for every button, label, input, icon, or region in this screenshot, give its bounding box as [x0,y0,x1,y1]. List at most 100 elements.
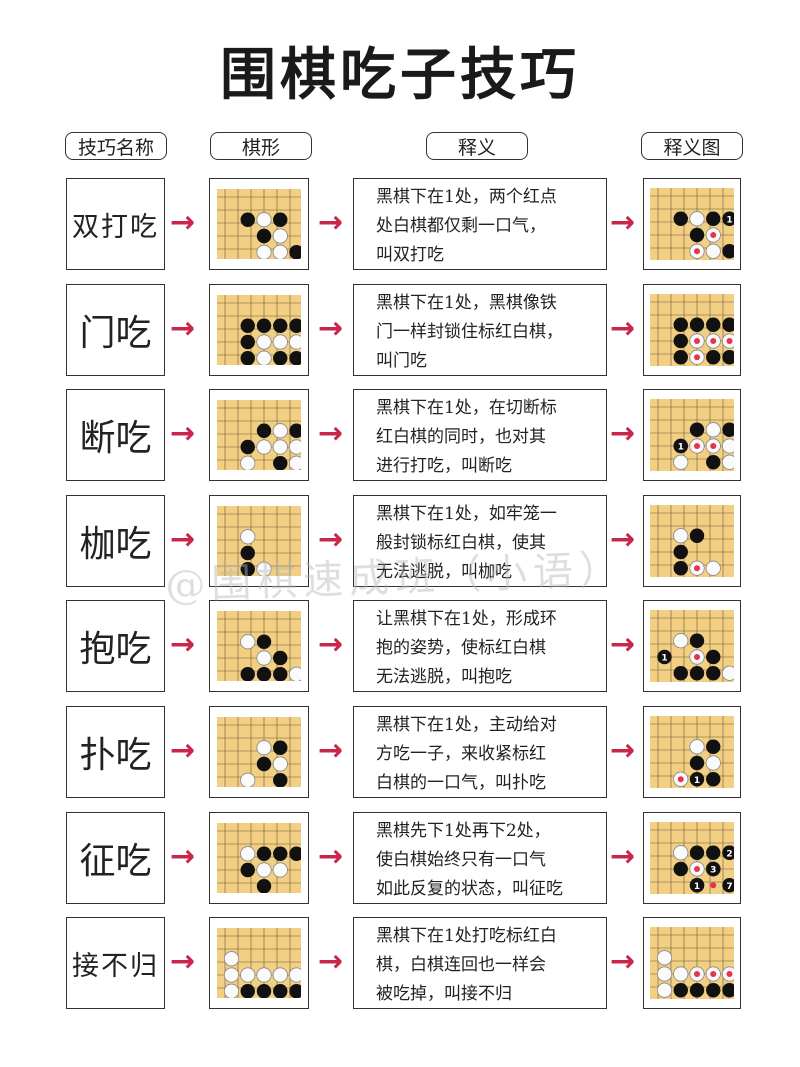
description-line: 被吃掉，叫接不归 [376,984,512,1004]
black-stone [706,772,721,787]
black-stone [289,351,301,365]
black-stone [240,984,255,998]
white-stone [256,561,272,576]
white-stone [689,739,705,755]
technique-description: 让黑棋下在1处，形成环抱的姿势，使标红白棋无法逃脱，叫抱吃 [353,600,607,692]
technique-name: 断吃 [66,389,165,481]
white-stone [705,243,721,259]
go-board-shape [217,928,301,998]
arrow-right-icon: → [610,733,636,768]
black-stone [273,212,288,227]
black-stone [706,317,721,332]
header-figure: 释义图 [641,132,743,160]
black-stone [689,528,705,543]
description-line: 进行打吃，叫断吃 [376,456,512,476]
black-stone [722,350,734,365]
white-stone [256,212,272,228]
black-stone [273,846,288,861]
red-marker [726,971,733,977]
numbered-stone [689,878,705,893]
white-stone [256,862,272,878]
technique-name: 双打吃 [66,178,165,270]
technique-description: 黑棋下在1处打吃标红白棋，白棋连回也一样会被吃掉，叫接不归 [353,917,607,1009]
white-stone [656,982,673,998]
white-stone [288,455,301,470]
white-stone [705,560,721,576]
black-stone [706,666,721,681]
shape-board-frame [209,600,309,692]
shape-board-frame [209,178,309,270]
white-stone [673,454,689,470]
move-number: 1 [694,882,700,892]
black-stone [273,318,288,333]
white-stone [240,772,256,787]
black-stone [256,423,272,438]
white-stone [288,666,301,681]
technique-name: 征吃 [66,812,165,904]
white-stone [673,845,689,861]
black-stone [240,862,255,878]
arrow-right-icon: → [170,205,196,240]
red-marker [694,248,700,255]
description-line: 白棋的一口气，叫扑吃 [376,773,546,793]
shape-board-frame [209,495,309,587]
white-stone [272,228,288,244]
white-stone [656,950,673,966]
white-stone [272,439,288,455]
black-stone [689,845,705,860]
white-stone [288,439,301,455]
arrow-right-icon: → [610,944,636,979]
white-stone [256,650,272,666]
black-stone [673,317,688,332]
arrow-right-icon: → [610,416,636,451]
black-stone [706,649,721,665]
black-stone [273,456,288,470]
arrow-right-icon: → [318,839,344,874]
black-stone [273,351,288,365]
move-number: 2 [726,849,732,859]
black-stone [673,983,688,998]
black-stone [673,211,688,226]
go-board-figure: 1 [650,294,734,366]
white-stone [256,740,272,756]
description-line: 使白棋始终只有一口气 [376,850,546,870]
arrow-right-icon: → [610,205,636,240]
black-stone [240,351,255,365]
red-marker [710,971,717,977]
description-line: 无法逃脱，叫枷吃 [376,562,512,582]
arrow-right-icon: → [318,733,344,768]
white-stone [223,967,240,983]
description-line: 如此反复的状态，叫征吃 [376,879,563,899]
white-stone [256,350,272,365]
page-title: 围棋吃子技巧 [220,43,580,108]
white-stone [256,439,272,455]
black-stone [706,845,721,860]
technique-name: 抱吃 [66,600,165,692]
black-stone [273,984,288,998]
black-stone [289,846,301,861]
black-stone [240,212,255,227]
go-board-shape [217,717,301,787]
description-line: 黑棋先下1处再下2处， [376,821,551,841]
go-board-shape [217,823,301,893]
red-marker [710,338,717,344]
go-board-shape [217,295,301,365]
go-board-figure: 1 [650,188,734,260]
black-stone [706,739,721,754]
black-stone [722,422,734,437]
shape-board-frame [209,389,309,481]
header-shape: 棋形 [210,132,312,160]
black-stone [673,544,688,560]
black-stone [256,879,272,893]
figure-board-frame: 1 [643,917,741,1009]
white-stone [240,455,256,470]
black-stone [722,244,734,259]
technique-description: 黑棋下在1处，黑棋像铁门一样封锁住标红白棋，叫门吃 [353,284,607,376]
red-marker [694,354,700,361]
black-stone [240,334,255,350]
red-marker [710,232,717,238]
technique-description: 黑棋先下1处再下2处， 使白棋始终只有一口气如此反复的状态，叫征吃 [353,812,607,904]
black-stone [240,667,255,681]
numbered-stone [689,772,705,787]
red-marker [726,338,733,344]
